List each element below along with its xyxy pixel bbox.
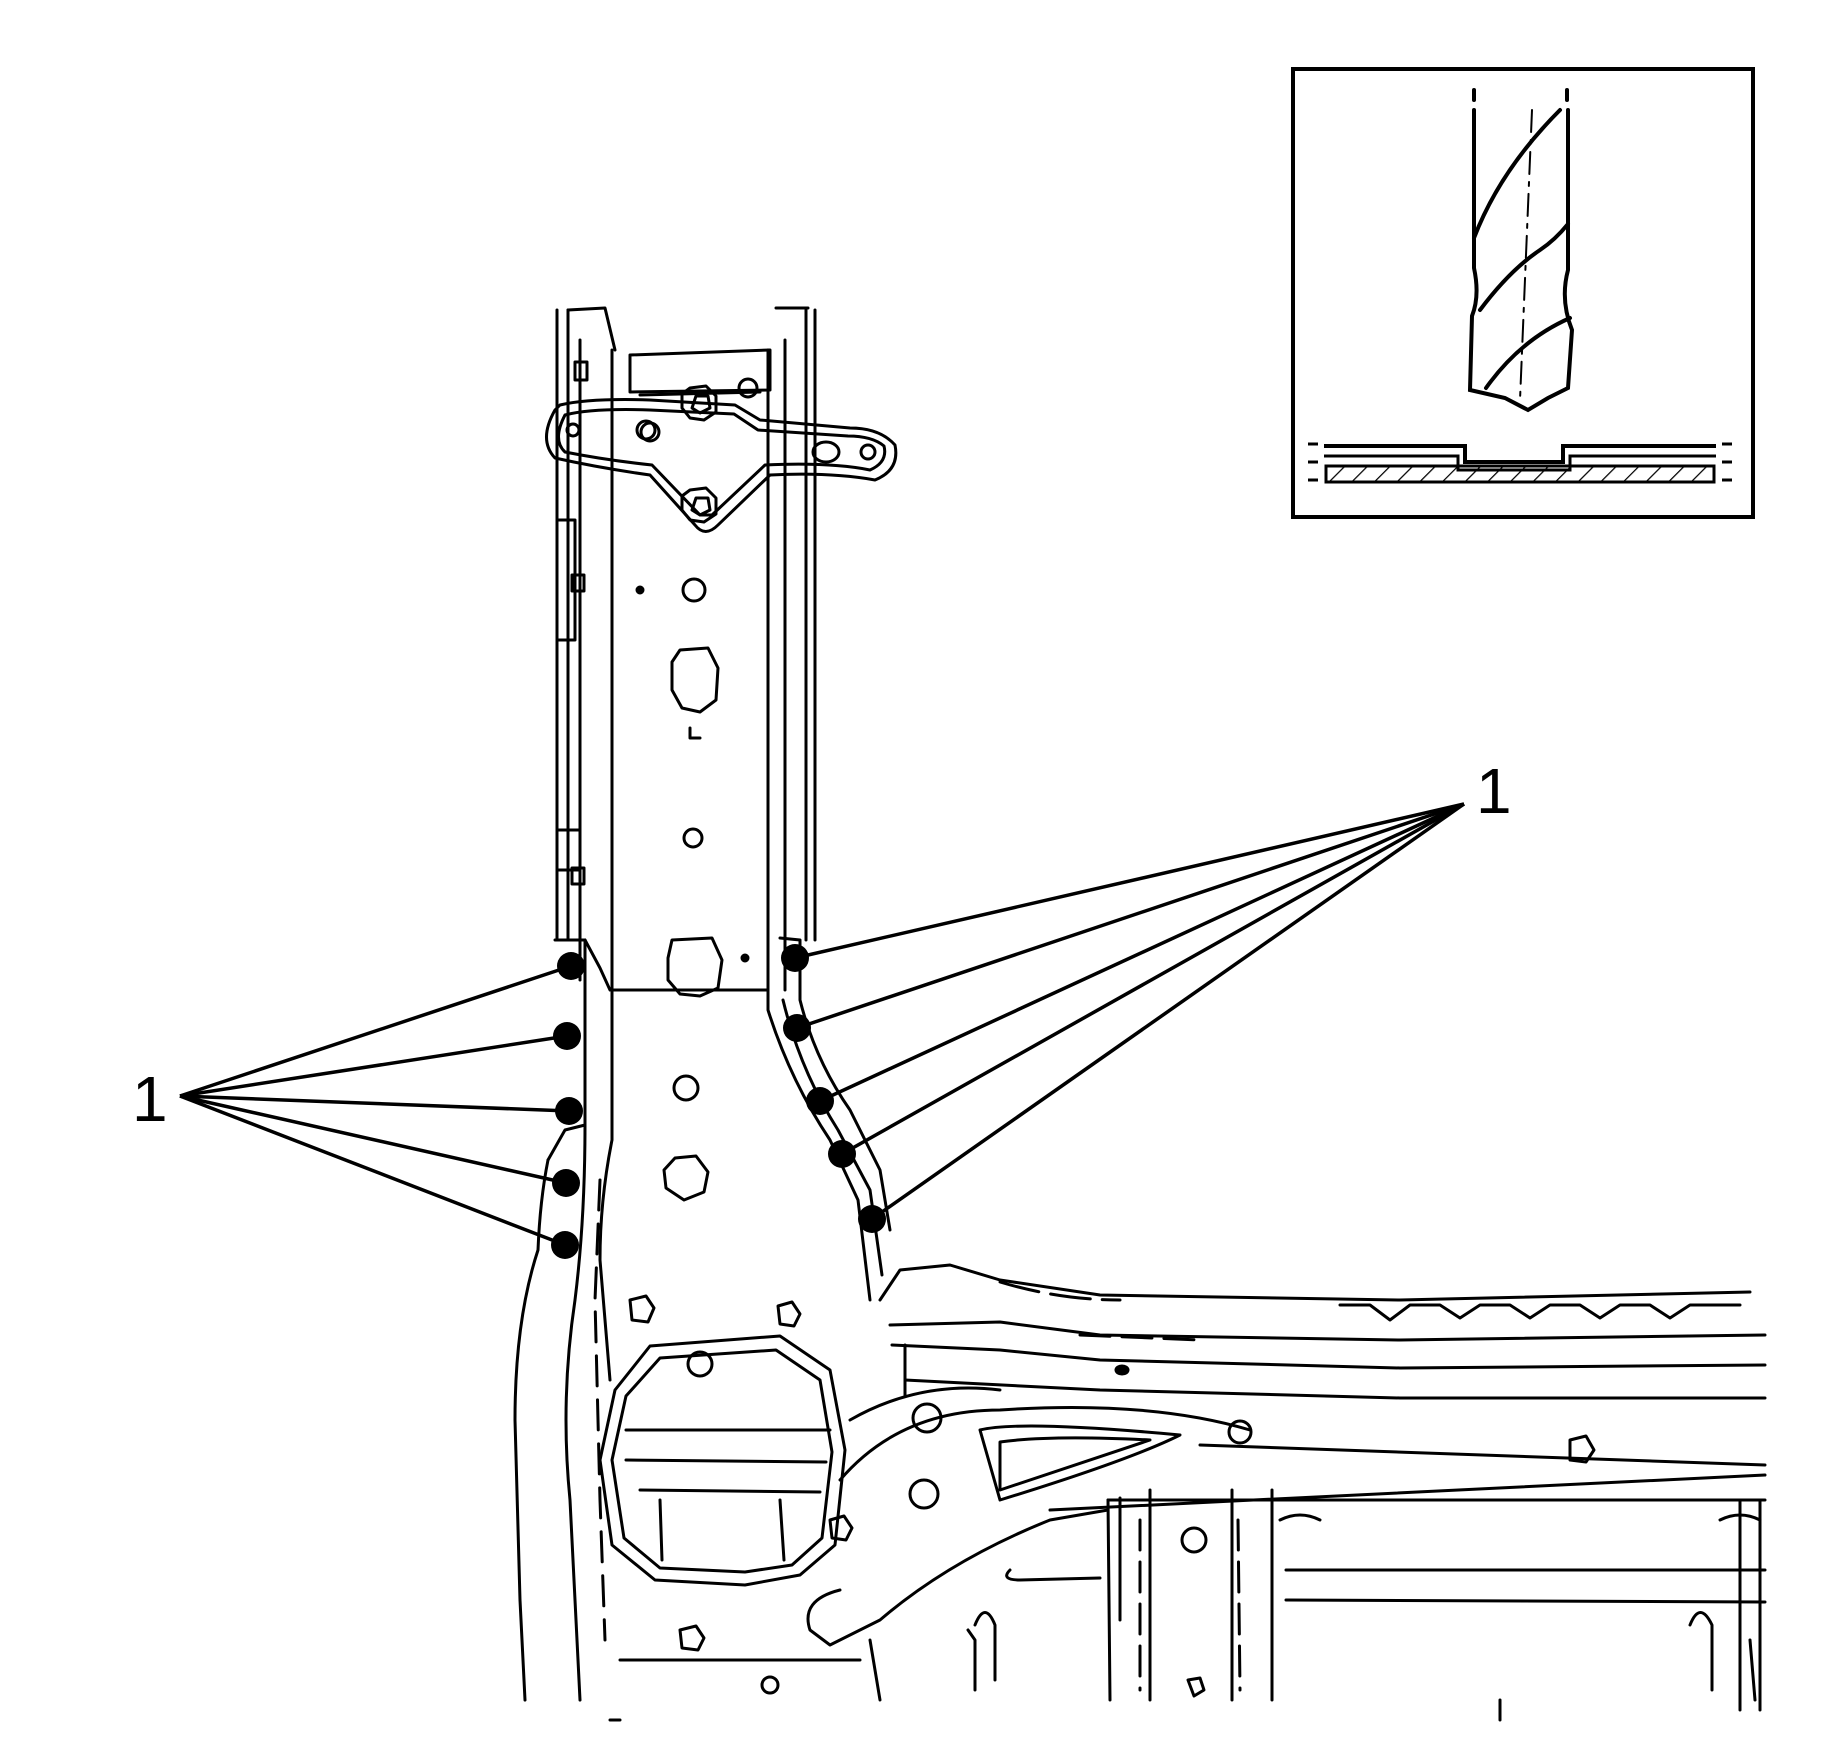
inset-drill-detail [1291, 67, 1755, 519]
drill-bit-icon [1467, 88, 1575, 413]
callout-label-left: 1 [132, 1063, 168, 1135]
callout-label-right: 1 [1476, 755, 1512, 827]
sheet-metal-section [1308, 442, 1732, 484]
lower-opening [598, 1294, 862, 1722]
lower-frame [806, 1488, 1767, 1722]
leader-lines-left [179, 964, 572, 1247]
spot-welds-left [551, 952, 585, 1259]
pillar-lower [513, 936, 892, 1702]
roof-rail [838, 1263, 1767, 1622]
leader-lines-right [794, 802, 1466, 1221]
mounting-bracket [545, 384, 898, 533]
pillar-upper [555, 306, 817, 998]
